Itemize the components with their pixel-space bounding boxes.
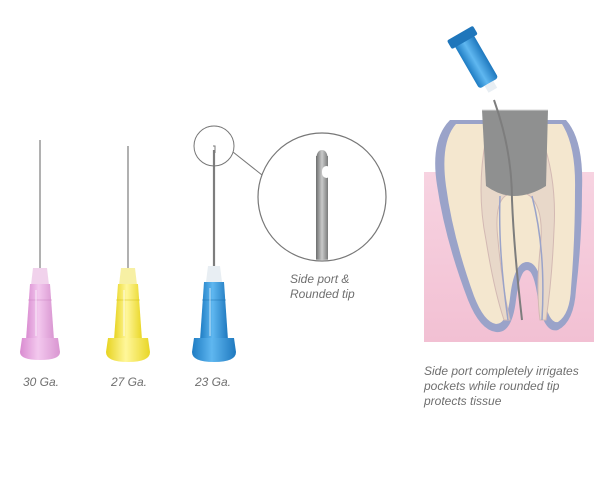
side-port-caption-line-1: Side port & — [290, 272, 350, 286]
side-port-caption: Side port & Rounded tip — [290, 272, 410, 302]
needle-30-ga-icon — [20, 140, 60, 360]
needle-27-ga-icon — [106, 146, 150, 362]
irrigation-caption-line-3: protects tissue — [424, 394, 502, 408]
needle-23-ga-icon — [192, 125, 236, 362]
gauge-27-label: 27 Ga. — [110, 375, 148, 389]
tooth-cross-section-icon — [424, 26, 594, 342]
gauge-30-label: 30 Ga. — [22, 375, 60, 389]
side-port-caption-line-2: Rounded tip — [290, 287, 355, 301]
irrigation-caption: Side port completely irrigates pockets w… — [424, 364, 594, 409]
irrigation-caption-line-2: pockets while rounded tip — [424, 379, 560, 393]
irrigation-caption-line-1: Side port completely irrigates — [424, 364, 579, 378]
magnifier-circle-icon — [232, 132, 387, 262]
gauge-23-label: 23 Ga. — [194, 375, 232, 389]
